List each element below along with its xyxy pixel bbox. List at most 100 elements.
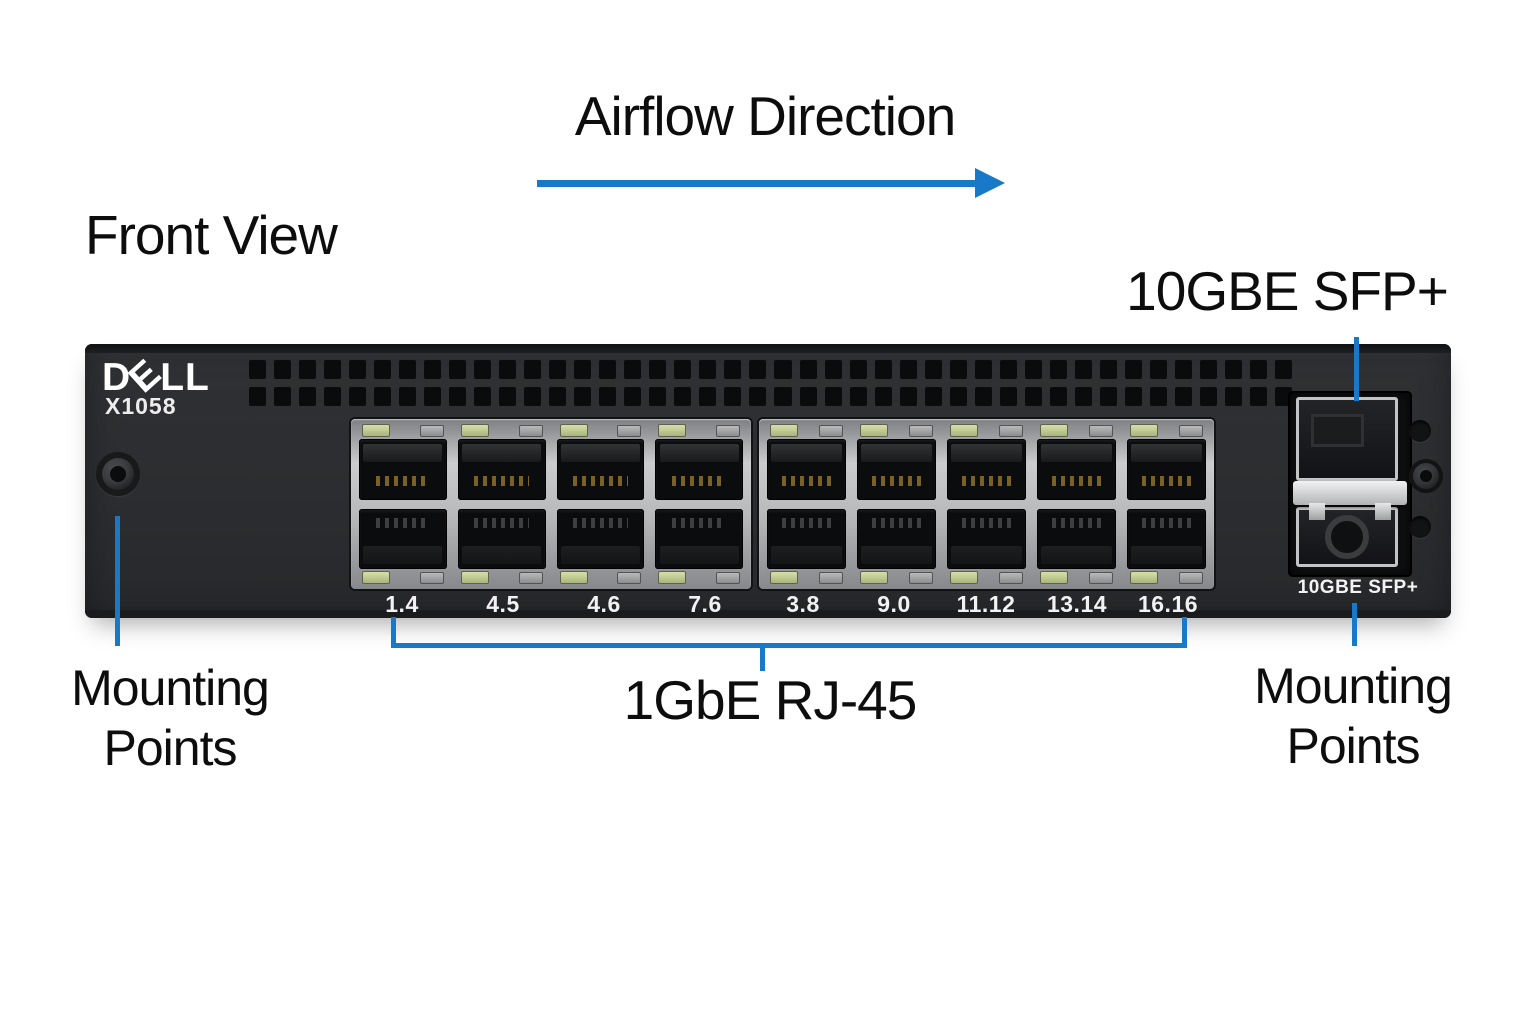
port-led-strip <box>763 570 850 585</box>
vent-hole <box>1224 360 1242 379</box>
port-jack <box>767 508 846 569</box>
vent-hole <box>1174 360 1192 379</box>
port-activity-led <box>909 571 933 584</box>
port-led-strip <box>553 570 649 585</box>
vent-hole <box>999 387 1017 406</box>
vent-hole <box>574 360 592 379</box>
mounting-points-line2: Points <box>103 720 238 776</box>
screw-hole-top <box>1409 420 1431 442</box>
vent-hole <box>1224 387 1242 406</box>
mounting-screw-left <box>96 452 140 496</box>
dell-logo-letter: L <box>185 356 210 399</box>
vent-hole <box>799 387 817 406</box>
port-jack <box>655 508 743 569</box>
vent-hole <box>924 360 942 379</box>
vent-hole <box>1274 387 1292 406</box>
vent-hole <box>1174 387 1192 406</box>
rj45-bracket-right-tick <box>1182 617 1187 648</box>
rj45-port <box>454 423 550 503</box>
port-jack <box>1037 439 1116 500</box>
vent-hole <box>924 387 942 406</box>
port-jack <box>556 508 645 569</box>
rj45-block-right <box>759 419 1214 589</box>
mounting-points-line1: Mounting <box>1254 658 1453 714</box>
vent-hole <box>399 360 417 379</box>
rj45-port <box>763 423 850 503</box>
port-pins <box>962 476 1011 487</box>
rj45-port <box>553 506 649 586</box>
port-jack-housing <box>1040 546 1113 565</box>
rj45-port <box>1033 506 1120 586</box>
mounting-points-line-left <box>115 516 120 646</box>
port-link-led <box>1040 571 1068 584</box>
rj45-port <box>355 423 451 503</box>
port-link-led <box>559 424 588 437</box>
vent-hole <box>649 360 667 379</box>
port-jack <box>359 508 447 569</box>
port-jack-housing <box>950 546 1023 565</box>
port-jack-housing <box>770 546 843 565</box>
port-jack-housing <box>363 546 443 565</box>
port-pins <box>375 476 431 487</box>
vent-hole <box>349 360 367 379</box>
sfp-cage-top <box>1296 397 1398 481</box>
port-pins <box>375 518 431 529</box>
vent-hole <box>249 387 267 406</box>
rj45-port <box>853 506 940 586</box>
port-activity-led <box>518 571 543 584</box>
mounting-points-label-left: Mounting Points <box>40 658 300 778</box>
sfp-latch <box>1293 481 1407 520</box>
port-activity-led <box>1089 424 1113 437</box>
vent-hole <box>524 387 542 406</box>
port-activity-led <box>419 571 444 584</box>
port-activity-led <box>999 571 1023 584</box>
vent-hole <box>1124 360 1142 379</box>
vent-hole <box>849 387 867 406</box>
port-pins <box>872 476 921 487</box>
rj45-bracket-center-tick <box>760 646 765 671</box>
port-pins <box>671 518 727 529</box>
vent-hole <box>449 387 467 406</box>
port-activity-led <box>617 571 642 584</box>
rj45-port <box>943 423 1030 503</box>
vent-hole <box>249 360 267 379</box>
port-led-strip <box>1033 423 1120 438</box>
vent-hole <box>574 387 592 406</box>
port-led-strip <box>943 570 1030 585</box>
rj45-port <box>651 423 747 503</box>
dell-logo-letter: L <box>160 356 186 399</box>
vent-hole <box>1099 387 1117 406</box>
vent-hole <box>999 360 1017 379</box>
vent-hole <box>374 360 392 379</box>
airflow-direction-label: Airflow Direction <box>574 85 956 147</box>
vent-hole <box>1149 360 1167 379</box>
vent-hole <box>749 360 767 379</box>
vent-hole <box>724 360 742 379</box>
port-led-strip <box>1123 570 1210 585</box>
vent-hole <box>474 360 492 379</box>
port-led-strip <box>853 570 940 585</box>
port-pins <box>474 518 529 529</box>
sfp-barrel <box>1325 515 1369 559</box>
vent-hole <box>824 360 842 379</box>
port-jack-housing <box>560 546 640 565</box>
port-link-led <box>950 424 978 437</box>
port-link-led <box>658 571 687 584</box>
vent-hole <box>899 360 917 379</box>
sfp-callout-label: 10GBE SFP+ <box>1126 260 1449 322</box>
port-jack-housing <box>1130 546 1203 565</box>
rj45-port <box>943 506 1030 586</box>
port-link-led <box>860 424 888 437</box>
vent-hole <box>1199 360 1217 379</box>
mounting-points-line1: Mounting <box>71 660 270 716</box>
port-link-led <box>460 424 489 437</box>
port-jack <box>857 439 936 500</box>
port-jack-housing <box>950 443 1023 462</box>
rj45-port <box>553 423 649 503</box>
port-link-led <box>460 571 489 584</box>
port-activity-led <box>999 424 1023 437</box>
port-jack <box>457 439 546 500</box>
port-jack-housing <box>462 546 542 565</box>
port-jack <box>457 508 546 569</box>
